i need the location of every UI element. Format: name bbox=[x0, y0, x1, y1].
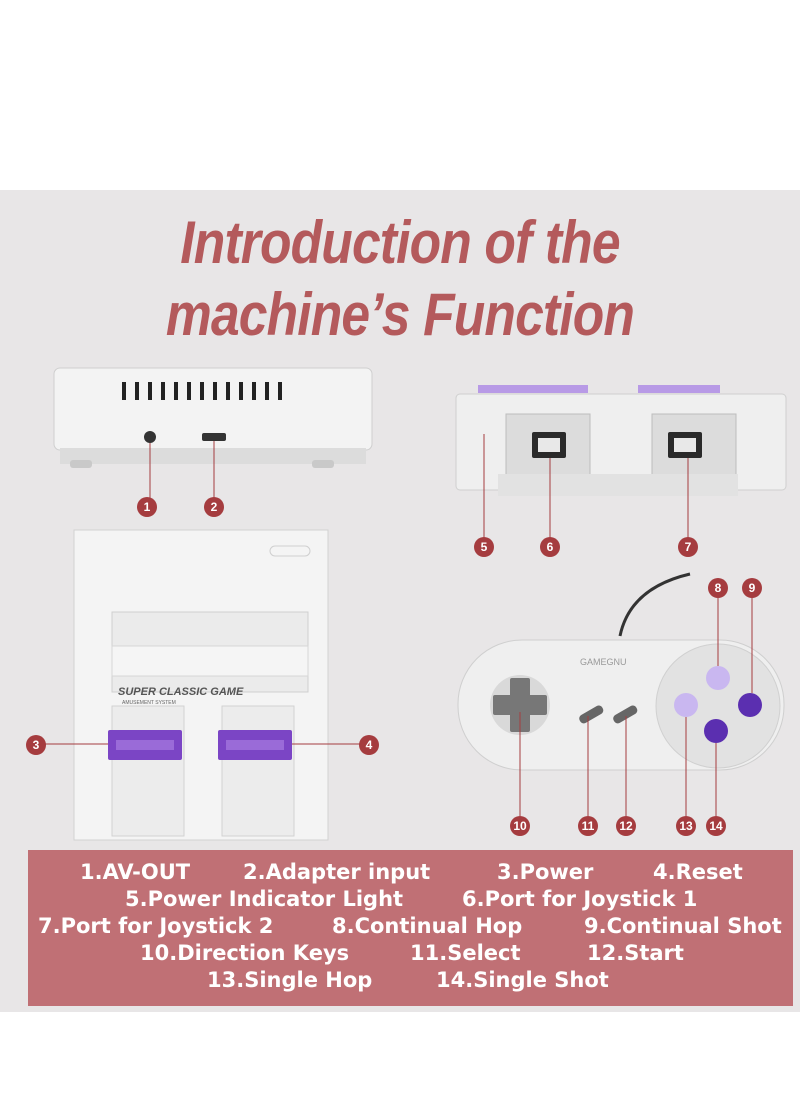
callout-1: 1 bbox=[137, 497, 157, 517]
callout-7: 7 bbox=[678, 537, 698, 557]
vent-slots bbox=[122, 382, 282, 400]
legend-item-6: 6.Port for Joystick 1 bbox=[462, 887, 698, 911]
callout-9: 9 bbox=[742, 578, 762, 598]
joystick-port-1 bbox=[532, 432, 566, 458]
legend-item-2: 2.Adapter input bbox=[243, 860, 431, 884]
console-top-view: SUPER CLASSIC GAME AMUSEMENT SYSTEM bbox=[44, 529, 360, 841]
legend-item-13: 13.Single Hop bbox=[207, 968, 373, 992]
legend-item-7: 7.Port for Joystick 2 bbox=[38, 914, 274, 938]
legend-item-1: 1.AV-OUT bbox=[80, 860, 191, 884]
callout-6: 6 bbox=[540, 537, 560, 557]
legend-item-11: 11.Select bbox=[410, 941, 521, 965]
legend-item-9: 9.Continual Shot bbox=[584, 914, 782, 938]
start-button bbox=[613, 705, 638, 724]
callout-8: 8 bbox=[708, 578, 728, 598]
console-subtitle-label: AMUSEMENT SYSTEM bbox=[122, 700, 176, 706]
console-model-label: SUPER CLASSIC GAME bbox=[118, 686, 244, 698]
controller-brand-label: GAMEGNU bbox=[580, 657, 627, 667]
controller-illustration: GAMEGNU bbox=[457, 572, 785, 816]
legend-item-5: 5.Power Indicator Light bbox=[125, 887, 404, 911]
single-hop-button bbox=[674, 693, 698, 717]
legend-item-4: 4.Reset bbox=[653, 860, 743, 884]
callout-12: 12 bbox=[616, 816, 636, 836]
callout-4: 4 bbox=[359, 735, 379, 755]
legend-item-12: 12.Start bbox=[587, 941, 684, 965]
legend-item-10: 10.Direction Keys bbox=[140, 941, 350, 965]
joystick-port-2 bbox=[668, 432, 702, 458]
callout-5: 5 bbox=[474, 537, 494, 557]
adapter-port bbox=[202, 433, 226, 441]
title-line-1: Introduction of the bbox=[180, 209, 620, 276]
continual-shot-button bbox=[738, 693, 762, 717]
continual-hop-button bbox=[706, 666, 730, 690]
av-out-jack bbox=[144, 431, 156, 443]
single-shot-button bbox=[704, 719, 728, 743]
callout-3: 3 bbox=[26, 735, 46, 755]
title-line-2: machine’s Function bbox=[165, 281, 635, 348]
legend-item-14: 14.Single Shot bbox=[436, 968, 609, 992]
callout-13: 13 bbox=[676, 816, 696, 836]
callout-10: 10 bbox=[510, 816, 530, 836]
select-button bbox=[579, 705, 604, 724]
console-rear-view bbox=[53, 367, 373, 500]
callout-11: 11 bbox=[578, 816, 598, 836]
callout-14: 14 bbox=[706, 816, 726, 836]
legend-item-3: 3.Power bbox=[497, 860, 594, 884]
console-front-view bbox=[455, 385, 787, 538]
callout-2: 2 bbox=[204, 497, 224, 517]
function-legend bbox=[28, 850, 793, 1006]
dpad bbox=[490, 675, 550, 735]
legend-item-8: 8.Continual Hop bbox=[332, 914, 523, 938]
